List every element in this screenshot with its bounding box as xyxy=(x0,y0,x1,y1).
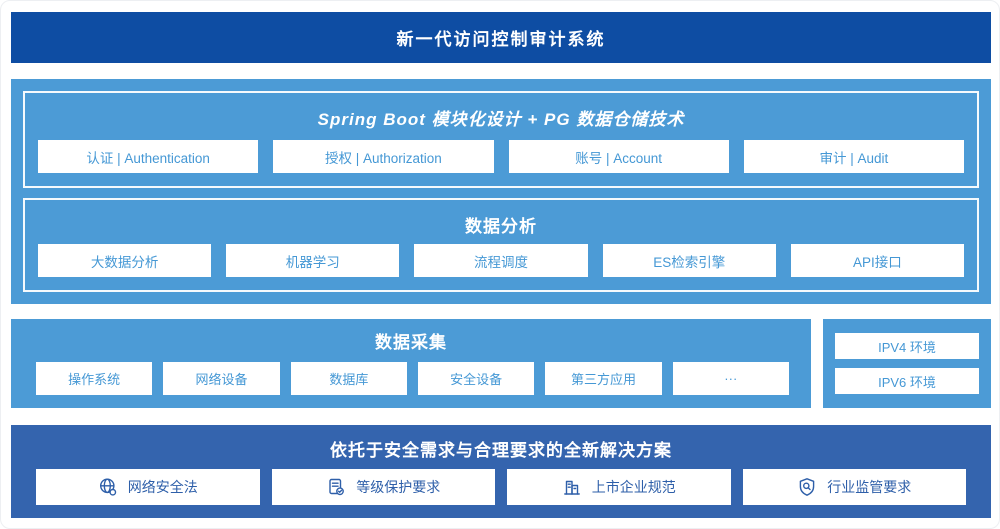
ipv6-environment-button[interactable]: IPV6 环境 xyxy=(835,368,979,394)
solution-item-label: 等级保护要求 xyxy=(356,479,441,495)
solution-section: 依托于安全需求与合理要求的全新解决方案 网络安全法 xyxy=(11,425,991,518)
network-security-law-button[interactable]: 网络安全法 xyxy=(36,469,260,505)
spring-boot-title: Spring Boot 模块化设计 + PG 数据仓储技术 xyxy=(317,110,685,129)
data-collection-items-row: 操作系统 网络设备 数据库 安全设备 第三方应用 ··· xyxy=(36,362,789,395)
big-data-analysis-button[interactable]: 大数据分析 xyxy=(38,244,212,277)
document-check-icon xyxy=(326,477,346,497)
process-scheduling-button[interactable]: 流程调度 xyxy=(414,244,588,277)
page-title: 新一代访问控制审计系统 xyxy=(396,30,606,49)
audit-module-button[interactable]: 审计 | Audit xyxy=(743,140,964,173)
network-device-button[interactable]: 网络设备 xyxy=(163,362,280,395)
spring-boot-items-row: 认证 | Authentication 授权 | Authorization 账… xyxy=(38,140,964,173)
operating-system-button[interactable]: 操作系统 xyxy=(36,362,153,395)
graded-protection-button[interactable]: 等级保护要求 xyxy=(271,469,495,505)
data-collection-title: 数据采集 xyxy=(375,333,447,352)
header-banner: 新一代访问控制审计系统 xyxy=(11,12,991,63)
shield-magnifier-icon xyxy=(797,477,817,497)
machine-learning-button[interactable]: 机器学习 xyxy=(226,244,400,277)
solution-title: 依托于安全需求与合理要求的全新解决方案 xyxy=(330,441,672,460)
buildings-icon xyxy=(562,477,582,497)
data-collection-section: 数据采集 操作系统 网络设备 数据库 安全设备 第三方应用 ··· xyxy=(11,319,811,408)
environment-section: IPV4 环境 IPV6 环境 xyxy=(823,319,991,408)
solution-items-row: 网络安全法 等级保护要求 xyxy=(36,469,966,505)
platform-panel: Spring Boot 模块化设计 + PG 数据仓储技术 认证 | Authe… xyxy=(11,79,991,304)
database-button[interactable]: 数据库 xyxy=(290,362,407,395)
spring-boot-section: Spring Boot 模块化设计 + PG 数据仓储技术 认证 | Authe… xyxy=(23,91,979,188)
solution-item-label: 上市企业规范 xyxy=(591,479,676,495)
solution-item-label: 行业监管要求 xyxy=(827,479,912,495)
security-device-button[interactable]: 安全设备 xyxy=(417,362,535,395)
industry-supervision-button[interactable]: 行业监管要求 xyxy=(742,469,966,505)
account-module-button[interactable]: 账号 | Account xyxy=(508,140,729,173)
es-search-engine-button[interactable]: ES检索引擎 xyxy=(602,244,776,277)
api-interface-button[interactable]: API接口 xyxy=(790,244,965,277)
more-sources-button[interactable]: ··· xyxy=(672,362,789,395)
ipv4-environment-button[interactable]: IPV4 环境 xyxy=(835,333,979,359)
data-analysis-section: 数据分析 大数据分析 机器学习 流程调度 ES检索引擎 API接口 xyxy=(23,198,979,292)
listed-company-standard-button[interactable]: 上市企业规范 xyxy=(507,469,731,505)
solution-item-label: 网络安全法 xyxy=(127,479,198,495)
data-analysis-title: 数据分析 xyxy=(465,217,537,236)
authorization-module-button[interactable]: 授权 | Authorization xyxy=(273,140,494,173)
data-analysis-items-row: 大数据分析 机器学习 流程调度 ES检索引擎 API接口 xyxy=(38,244,965,277)
authentication-module-button[interactable]: 认证 | Authentication xyxy=(38,140,259,173)
third-party-app-button[interactable]: 第三方应用 xyxy=(545,362,662,395)
globe-icon xyxy=(98,477,118,497)
